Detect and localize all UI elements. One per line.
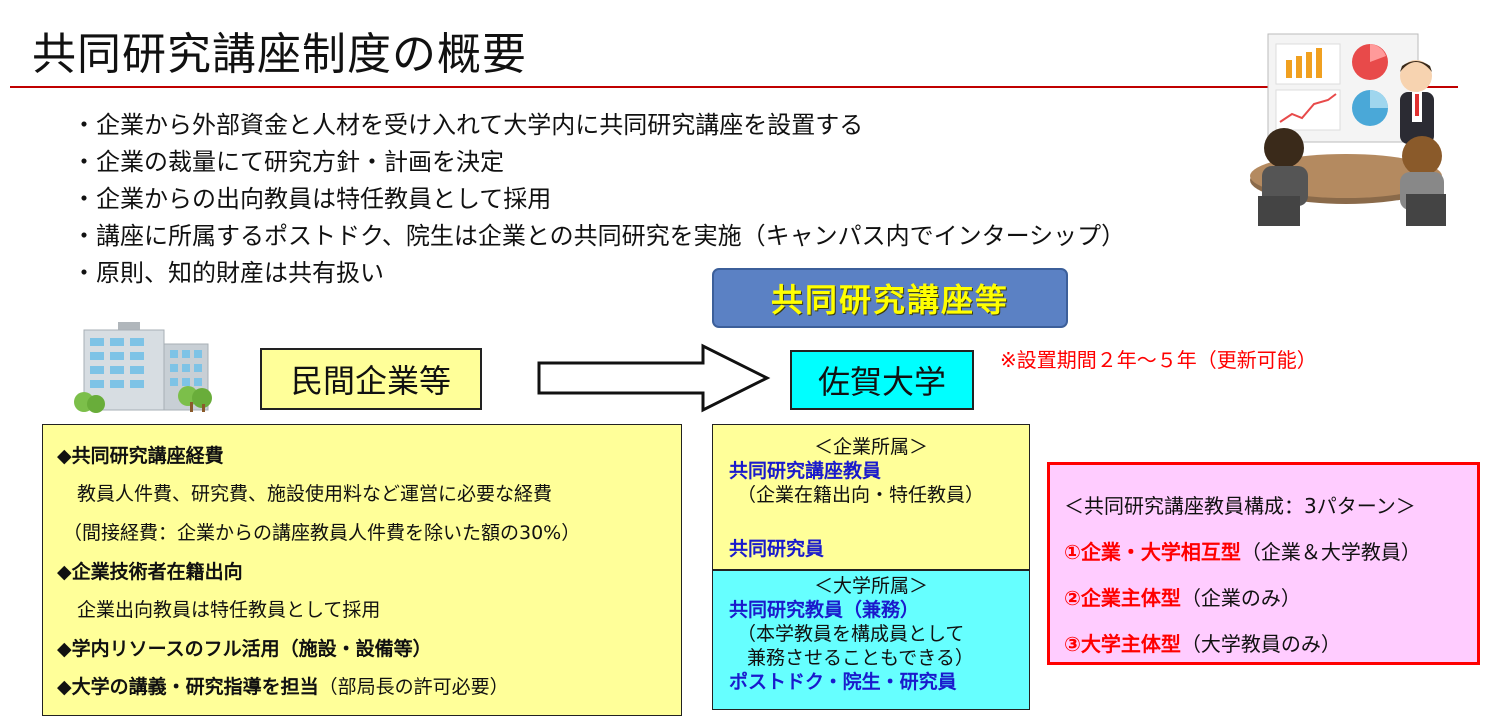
bullet-item: 企業からの出向教員は特任教員として採用 bbox=[72, 182, 1125, 219]
pattern-label: ①企業・大学相互型 bbox=[1064, 540, 1241, 564]
bullet-item: 講座に所属するポストドク、院生は企業との共同研究を実施（キャンパス内でインターシ… bbox=[72, 219, 1125, 256]
role-label: 共同研究教員（兼務） bbox=[729, 599, 920, 621]
pattern-item: ②企業主体型（企業のみ） bbox=[1064, 575, 1477, 621]
office-building-icon bbox=[74, 322, 212, 413]
page-title: 共同研究講座制度の概要 bbox=[32, 29, 527, 80]
pattern-label: ③大学主体型 bbox=[1064, 632, 1181, 656]
role-note: 兼務させることもできる） bbox=[747, 647, 974, 669]
detail-heading: ◆企業技術者在籍出向 bbox=[57, 561, 243, 583]
role-label: ポストドク・院生・研究員 bbox=[729, 671, 957, 693]
meeting-illustration bbox=[1250, 33, 1446, 226]
company-details-panel: ◆共同研究講座経費 教員人件費、研究費、施設使用料など運営に必要な経費 （間接経… bbox=[42, 424, 682, 716]
patterns-panel: ＜共同研究講座教員構成：3パターン＞ ①企業・大学相互型（企業＆大学教員） ②企… bbox=[1047, 462, 1480, 665]
detail-text: 教員人件費、研究費、施設使用料など運営に必要な経費 bbox=[77, 483, 553, 505]
joint-research-header-label: 共同研究講座等 bbox=[770, 281, 1009, 319]
detail-note: （部局長の許可必要） bbox=[318, 676, 509, 698]
saga-university-box: 佐賀大学 bbox=[790, 350, 974, 410]
role-label: 共同研究員 bbox=[729, 538, 825, 560]
detail-heading: ◆大学の講義・研究指導を担当 bbox=[57, 676, 319, 698]
pattern-item: ③大学主体型（大学教員のみ） bbox=[1064, 621, 1477, 667]
bullet-item: 企業から外部資金と人材を受け入れて大学内に共同研究講座を設置する bbox=[72, 108, 1125, 145]
title-divider bbox=[10, 86, 1458, 88]
detail-heading: ◆共同研究講座経費 bbox=[57, 445, 224, 467]
pattern-item: ①企業・大学相互型（企業＆大学教員） bbox=[1064, 529, 1477, 575]
pattern-note: （企業のみ） bbox=[1180, 586, 1301, 610]
detail-heading-row: ◆大学の講義・研究指導を担当（部局長の許可必要） bbox=[57, 668, 681, 706]
university-affiliation-panel: ＜大学所属＞ 共同研究教員（兼務） （本学教員を構成員として 兼務させることもで… bbox=[712, 570, 1030, 710]
pattern-note: （企業＆大学教員） bbox=[1240, 540, 1421, 564]
university-affiliation-heading: ＜大学所属＞ bbox=[813, 575, 928, 597]
detail-heading: ◆学内リソースのフル活用（施設・設備等） bbox=[57, 638, 432, 660]
pattern-note: （大学教員のみ） bbox=[1180, 632, 1341, 656]
saga-university-label: 佐賀大学 bbox=[817, 363, 946, 401]
pattern-label: ②企業主体型 bbox=[1064, 586, 1181, 610]
patterns-heading: ＜共同研究講座教員構成：3パターン＞ bbox=[1064, 494, 1416, 518]
role-note: （本学教員を構成員として bbox=[737, 623, 965, 645]
company-affiliation-panel: ＜企業所属＞ 共同研究講座教員 （企業在籍出向・特任教員） 共同研究員 bbox=[712, 424, 1030, 570]
role-note: （企業在籍出向・特任教員） bbox=[737, 484, 985, 506]
company-affiliation-heading: ＜企業所属＞ bbox=[813, 436, 928, 458]
bullet-item: 企業の裁量にて研究方針・計画を決定 bbox=[72, 145, 1125, 182]
period-note: ※設置期間２年～５年（更新可能） bbox=[1000, 348, 1317, 372]
right-arrow-icon bbox=[537, 343, 771, 413]
detail-text: （間接経費：企業からの講座教員人件費を除いた額の30%） bbox=[63, 522, 581, 544]
bullet-list: 企業から外部資金と人材を受け入れて大学内に共同研究講座を設置する 企業の裁量にて… bbox=[72, 108, 1125, 293]
private-company-box: 民間企業等 bbox=[260, 348, 482, 410]
bullet-item: 原則、知的財産は共有扱い bbox=[72, 256, 1125, 293]
detail-text: 企業出向教員は特任教員として採用 bbox=[77, 599, 381, 621]
role-label: 共同研究講座教員 bbox=[729, 460, 882, 482]
private-company-label: 民間企業等 bbox=[290, 362, 451, 400]
joint-research-header: 共同研究講座等 bbox=[712, 268, 1068, 328]
